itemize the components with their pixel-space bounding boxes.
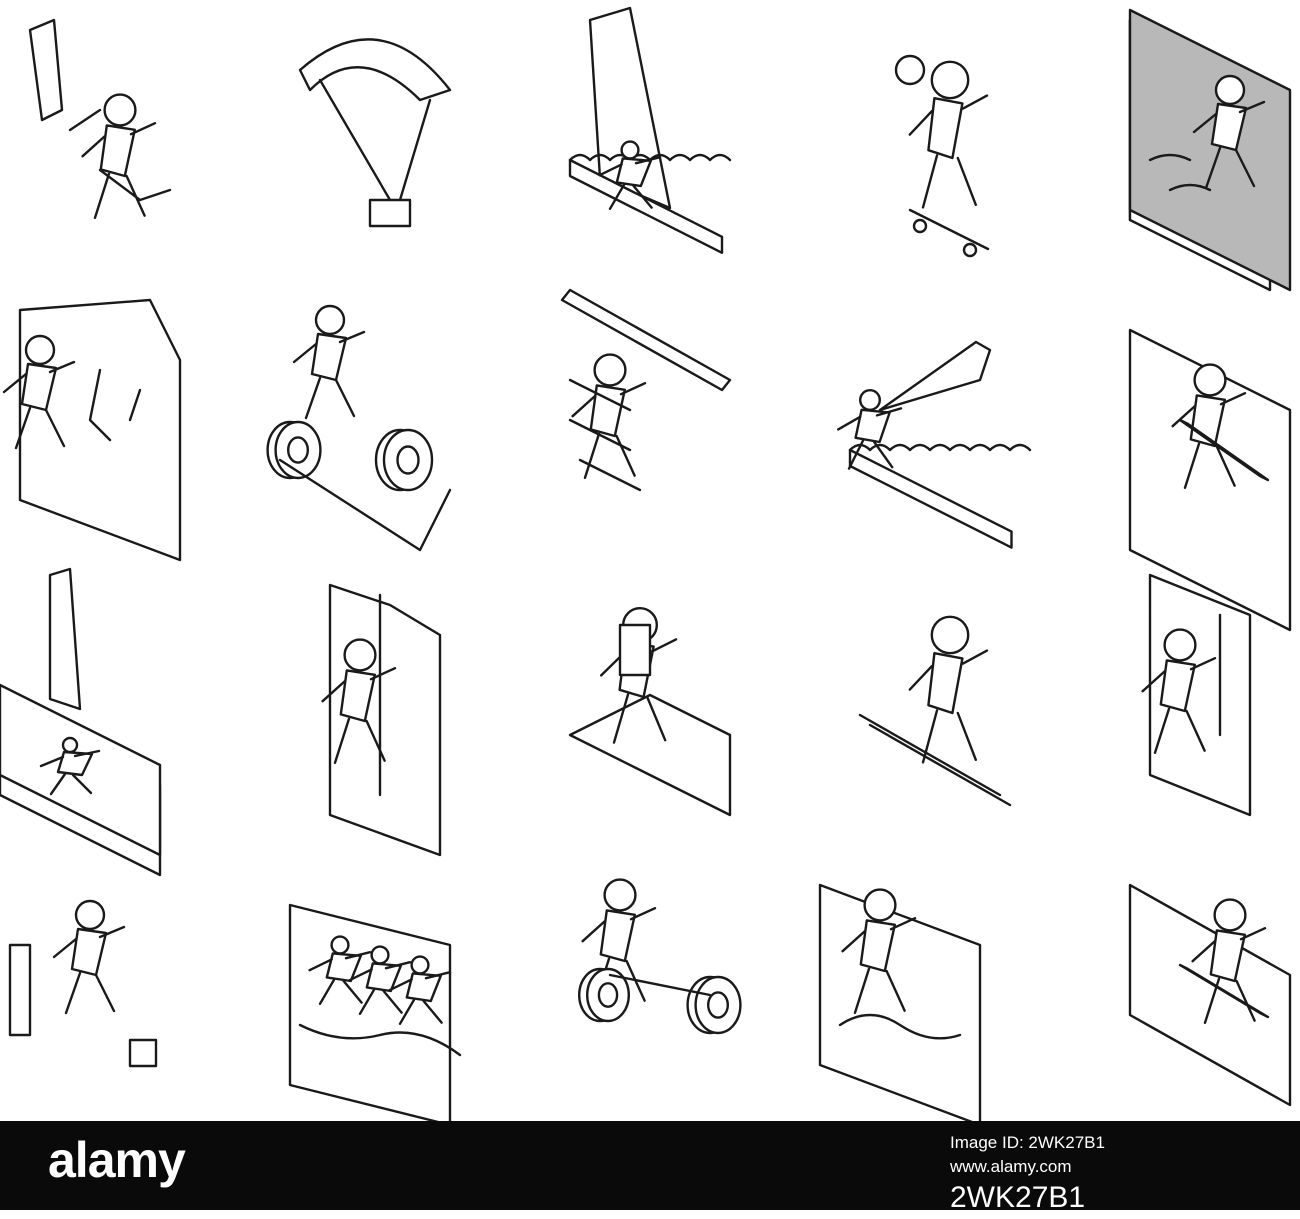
snowboarding-icon (1128, 883, 1292, 1107)
image-meta: Image ID: 2WK27B1 www.alamy.com 2WK27B1 (950, 1129, 1270, 1219)
snowboarding-slope-icon (1128, 328, 1292, 632)
mountain-biking-icon (266, 304, 452, 552)
kitesurfing-icon (837, 340, 1032, 549)
site-url: www.alamy.com (950, 1157, 1072, 1176)
image-id: 2WK27B1 (950, 1181, 1086, 1214)
watermark-footer: alamy Image ID: 2WK27B1 www.alamy.com 2W… (0, 1121, 1300, 1214)
hang-gliding-icon (560, 288, 732, 492)
parkour-icon (8, 899, 158, 1068)
icon-grid (0, 6, 1292, 1121)
skiing-icon (858, 615, 1012, 807)
motocross-icon (578, 878, 742, 1035)
indoor-climbing-icon (1141, 573, 1252, 817)
sailing-icon (0, 567, 162, 877)
image-id-label: Image ID: 2WK27B1 (950, 1133, 1105, 1152)
canyoning-icon (818, 883, 982, 1121)
rock-climbing-icon (2, 298, 182, 562)
skydiving-icon (28, 18, 172, 219)
rafting-icon (288, 903, 462, 1121)
alamy-logo: alamy (48, 1132, 186, 1188)
rappelling-icon (321, 583, 442, 857)
paragliding-icon (298, 38, 452, 228)
cliff-diving-icon (1128, 8, 1292, 292)
windsurfing-icon (568, 6, 732, 254)
skateboarding-icon (894, 54, 990, 258)
hiking-icon (568, 607, 732, 817)
